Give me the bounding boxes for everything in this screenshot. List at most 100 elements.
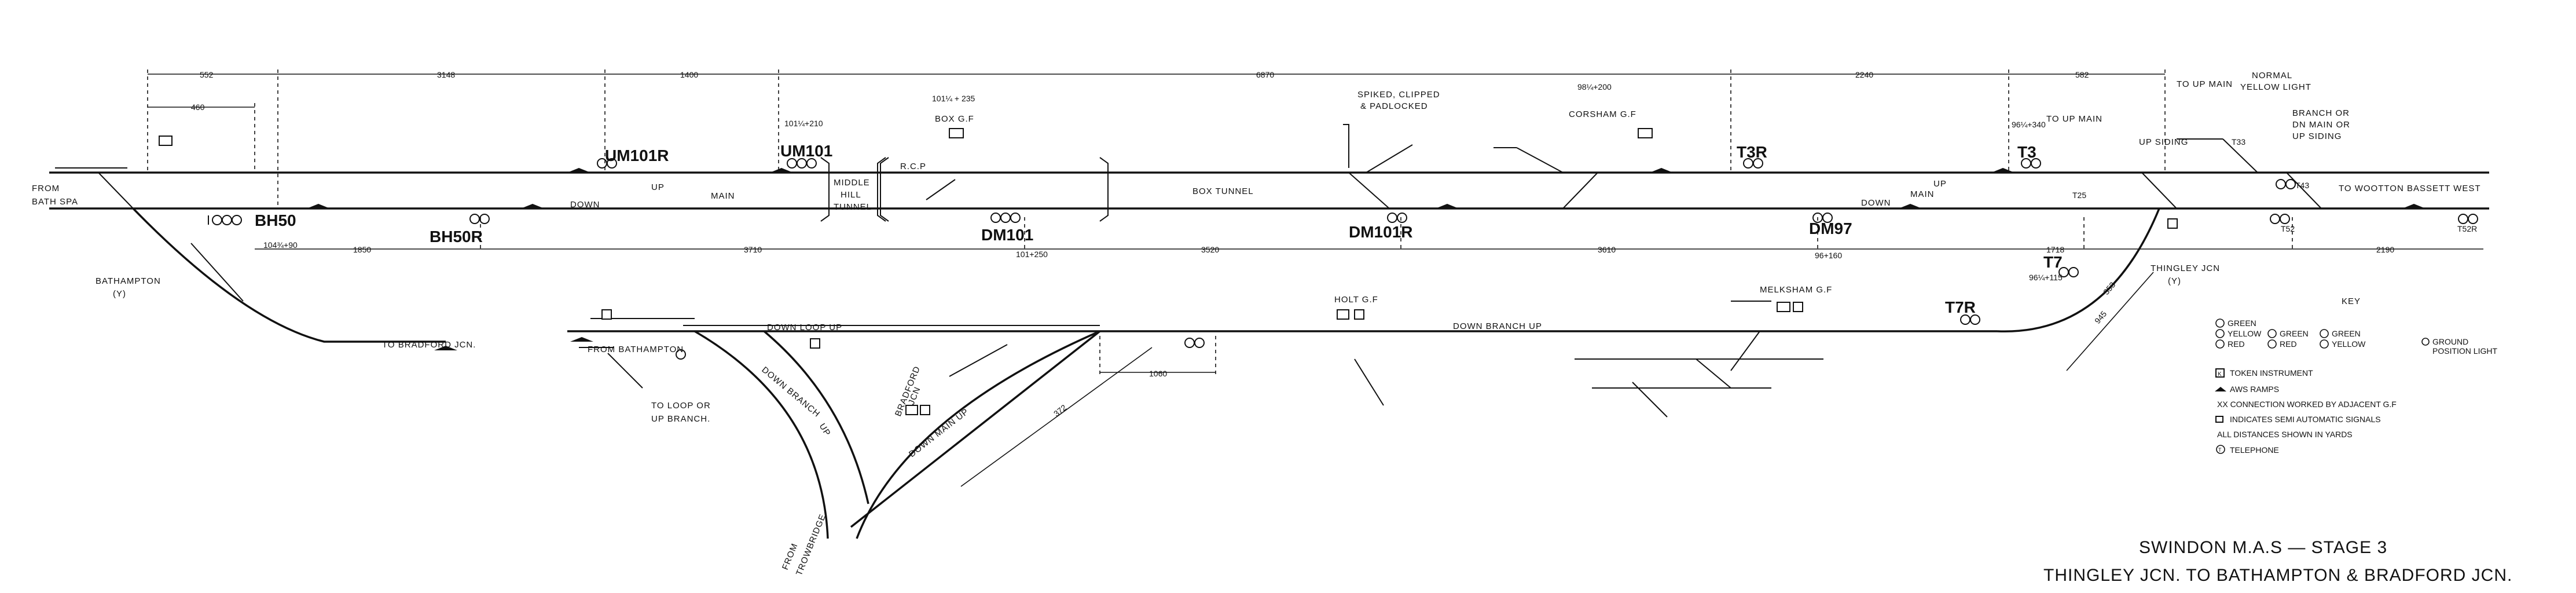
aws-ramp [1899, 204, 1922, 208]
thingley-jcn-2: (Y) [2168, 276, 2181, 286]
label-down: DOWN [570, 200, 600, 210]
bradford-token [920, 405, 930, 415]
mileage-bh50: 104¾+90 [263, 240, 298, 250]
signal-t7: T7 [2043, 253, 2063, 271]
label-main-2: MAIN [1910, 189, 1935, 199]
aws-ramp [521, 204, 544, 208]
dist-top-5: 2240 [1855, 70, 1873, 79]
to-bradford-jcn: TO BRADFORD JCN. [382, 340, 476, 350]
to-loop-1: TO LOOP OR [651, 401, 711, 411]
bathampton-1: BATHAMPTON [96, 276, 161, 286]
crossover-central-1 [1348, 172, 1390, 209]
signal-dm97: DM97 [1809, 219, 1852, 237]
line-labels: UP MAIN DOWN UP MAIN DOWN R.C.P BOX TUNN… [570, 162, 1946, 459]
key-xx: XX CONNECTION WORKED BY ADJACENT G.F [2217, 400, 2397, 409]
signal-bh50: BH50 [255, 211, 296, 229]
branch-head-1 [1184, 338, 1205, 348]
crossover-bath [98, 172, 134, 209]
dim-372-line [960, 347, 1153, 487]
branch-lines [132, 207, 2160, 539]
key-distances-note: ALL DISTANCES SHOWN IN YARDS [2217, 430, 2353, 439]
key-asp3-1: YELLOW [2228, 329, 2262, 338]
thingley-token [2167, 218, 2178, 229]
bradford-diagonal [850, 330, 1101, 528]
bradford-branch-track [132, 207, 446, 343]
key-telephone-icon [2216, 445, 2225, 454]
key-ground-0: GROUND [2432, 337, 2468, 346]
key-semi-icon [2215, 416, 2223, 423]
signal-t3r: T3R [1737, 143, 1767, 161]
key-asp2a-0: GREEN [2280, 329, 2309, 338]
trowbridge-curve-2 [856, 330, 1100, 539]
key-asp3-2: RED [2228, 339, 2245, 349]
t7-head [2058, 267, 2079, 277]
signal-labels: BH50 BH50R UM101R UM101 DM101 DM101R T3R… [255, 137, 2477, 316]
mileage-dm97: 96+160 [1815, 251, 1842, 260]
melksham-siding-2 [1730, 331, 1760, 371]
corsham-gf-box [1638, 128, 1653, 138]
bradford-siding [949, 344, 1008, 377]
signal-dm101r: DM101R [1349, 223, 1412, 241]
from-bath-spa-2: BATH SPA [32, 197, 78, 207]
key-asp3-0: GREEN [2228, 319, 2256, 328]
mileage-labels: 104¾+90 101¼+210 101¼ + 235 101+250 98¼+… [263, 82, 2063, 282]
signal-t7r: T7R [1945, 298, 1976, 316]
um101r-head [597, 158, 617, 169]
spiked-2: & PADLOCKED [1360, 101, 1428, 111]
from-trowbridge-2: TROWBRIDGE [794, 513, 828, 577]
normal-yellow-1: NORMAL [2252, 71, 2292, 80]
mileage-dm101: 101+250 [1016, 250, 1048, 259]
label-up-curve: UP [817, 422, 833, 438]
dist-bottom-6: 2190 [2376, 245, 2394, 254]
key-asp2a-1: RED [2280, 339, 2297, 349]
middle-hill-1: MIDDLE [834, 178, 870, 188]
thingley-crossover-2 [2286, 172, 2322, 209]
bh50-head [208, 215, 242, 225]
signal-t33: T33 [2232, 137, 2245, 147]
signal-t52r: T52R [2457, 224, 2477, 233]
box-tunnel-portal-west [880, 157, 889, 222]
bradford-branch-side [190, 243, 244, 302]
holt-siding [1354, 358, 1384, 406]
holt-gf: HOLT G.F [1334, 295, 1378, 305]
t52-head [2270, 214, 2290, 224]
dm101-head [990, 213, 1021, 223]
thingley-crossover [2141, 172, 2177, 209]
mileage-corsham: 98¼+200 [1577, 82, 1612, 91]
bathampton-box [159, 136, 173, 146]
key-aws: AWS RAMPS [2230, 385, 2279, 394]
from-bath-spa-1: FROM [32, 184, 60, 193]
dist-bottom-4: 3610 [1598, 245, 1616, 254]
branch-or-2: DN MAIN OR [2292, 120, 2350, 130]
melksham-gf: MELKSHAM G.F [1760, 285, 1832, 295]
key-asp2b-1: YELLOW [2332, 339, 2366, 349]
box-tunnel-portal-east [1099, 157, 1109, 222]
aws-ramp [307, 204, 330, 208]
corsham-gf: CORSHAM G.F [1569, 109, 1636, 119]
aws-ramp [567, 168, 590, 173]
normal-yellow-2: YELLOW LIGHT [2240, 82, 2311, 92]
signal-t3: T3 [2017, 143, 2036, 161]
aws-ramp [434, 346, 457, 350]
dm101r-head [1387, 213, 1407, 223]
key-k-letter: K [2218, 371, 2222, 378]
dist-bottom-2: 3710 [744, 245, 762, 254]
melksham-gf-box [1777, 302, 1790, 312]
label-main: MAIN [711, 191, 735, 201]
ground-frames [159, 128, 2178, 415]
bathampton-2: (Y) [113, 289, 126, 299]
dist-1060: 1060 [1149, 369, 1167, 378]
key-aws-icon [2215, 387, 2226, 391]
to-up-main-top: TO UP MAIN [2177, 79, 2233, 89]
melksham-token [1793, 302, 1803, 312]
middle-hill-3: TUNNEL [834, 202, 872, 212]
aws-ramp [770, 168, 793, 173]
t3r-head [1743, 158, 1763, 169]
title-block: SWINDON M.A.S — STAGE 3 THINGLEY JCN. TO… [2043, 538, 2512, 585]
key-title: KEY [2342, 296, 2361, 306]
key-token-icon [2215, 368, 2225, 378]
box-gf-box [949, 128, 964, 138]
signal-dm101: DM101 [981, 226, 1033, 244]
dim-945-line [2066, 272, 2154, 371]
